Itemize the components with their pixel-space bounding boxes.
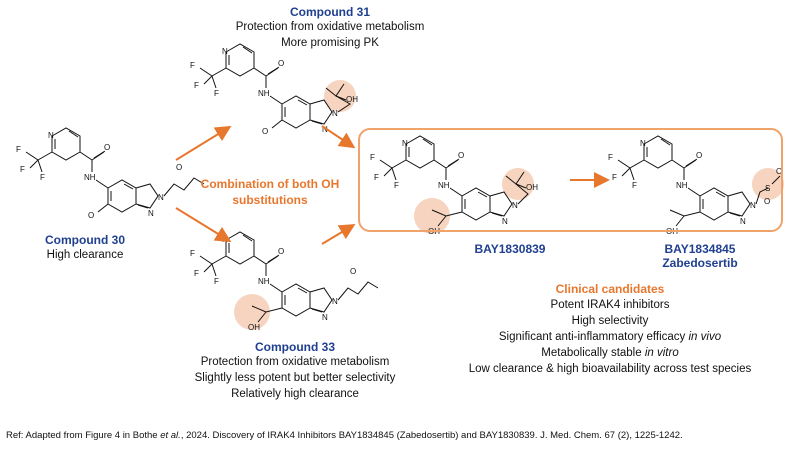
- svg-text:F: F: [20, 165, 25, 174]
- compound-30-structure: N F F F O NH N N O O: [16, 127, 205, 220]
- compound-31-note: More promising PK: [281, 37, 379, 49]
- arrow-33-to-box: [321, 223, 356, 245]
- svg-text:F: F: [194, 269, 199, 278]
- compound-31-structure: N F F F O NH N N O OH: [190, 43, 358, 136]
- svg-text:NH: NH: [438, 181, 450, 190]
- svg-text:F: F: [214, 277, 219, 286]
- clinical-title: Clinical candidates: [555, 282, 665, 296]
- svg-text:F: F: [632, 181, 637, 190]
- arrow-30-to-33: [175, 207, 232, 243]
- compound-30-caption: Compound 30 High clearance: [10, 233, 160, 263]
- svg-text:N: N: [640, 139, 646, 148]
- clinical-candidates-list: Clinical candidates Potent IRAK4 inhibit…: [430, 281, 790, 377]
- clinical-item: Significant anti-inflammatory efficacy i…: [498, 331, 722, 343]
- oh-highlight: [234, 294, 270, 330]
- atom-n: N: [222, 47, 228, 56]
- bay1834845-alias: Zabedosertib: [662, 256, 738, 270]
- svg-text:F: F: [214, 89, 219, 98]
- svg-text:O: O: [350, 267, 356, 276]
- svg-text:F: F: [394, 181, 399, 190]
- clinical-item: High selectivity: [571, 315, 649, 327]
- svg-text:F: F: [40, 173, 45, 182]
- svg-text:N: N: [322, 313, 328, 322]
- compound-33-caption: Compound 33 Protection from oxidative me…: [160, 340, 430, 402]
- svg-text:N: N: [322, 125, 328, 134]
- svg-text:N: N: [48, 131, 54, 140]
- bay1834845-structure: N F F F O NH N N OH S O O: [608, 135, 784, 236]
- svg-text:O: O: [696, 151, 702, 160]
- compound-30-name: Compound 30: [45, 233, 125, 247]
- svg-text:N: N: [512, 201, 518, 210]
- svg-text:N: N: [332, 109, 338, 118]
- svg-text:F: F: [370, 153, 375, 162]
- compound-33-structure: N F F F O NH N N OH O: [190, 231, 379, 332]
- svg-text:OH: OH: [346, 95, 358, 104]
- bay1830839-label: BAY1830839: [474, 242, 546, 256]
- compound-33-note: Protection from oxidative metabolism: [200, 356, 390, 368]
- svg-text:NH: NH: [258, 277, 270, 286]
- clinical-item: Low clearance & high bioavailability acr…: [468, 363, 752, 375]
- svg-text:N: N: [148, 209, 154, 218]
- svg-text:F: F: [190, 61, 195, 70]
- svg-text:NH: NH: [84, 173, 96, 182]
- svg-text:F: F: [612, 173, 617, 182]
- svg-text:N: N: [740, 217, 746, 226]
- reference-citation: Ref: Adapted from Figure 4 in Bothe et a…: [6, 430, 683, 441]
- svg-text:O: O: [776, 167, 782, 176]
- compound-31-caption: Compound 31 Protection from oxidative me…: [200, 5, 460, 51]
- svg-text:O: O: [262, 127, 268, 136]
- clinical-candidates-box: [358, 128, 783, 232]
- combination-line: substitutions: [232, 193, 308, 207]
- svg-text:N: N: [402, 139, 408, 148]
- clinical-item: Potent IRAK4 inhibitors: [550, 299, 670, 311]
- svg-text:O: O: [764, 197, 770, 206]
- compound-33-note: Slightly less potent but better selectiv…: [194, 372, 396, 384]
- svg-text:N: N: [158, 193, 164, 202]
- svg-text:N: N: [750, 201, 756, 210]
- svg-text:OH: OH: [248, 323, 260, 332]
- bay1834845-label: BAY1834845: [664, 242, 736, 256]
- combination-line: Combination of both OH: [200, 177, 340, 191]
- svg-text:N: N: [332, 297, 338, 306]
- svg-text:NH: NH: [676, 181, 688, 190]
- oh-highlight: [324, 80, 356, 112]
- svg-text:NH: NH: [258, 89, 270, 98]
- bay1834845-caption: BAY1834845 Zabedosertib: [630, 242, 770, 270]
- svg-text:S: S: [765, 184, 770, 193]
- compound-30-note: High clearance: [46, 249, 124, 261]
- arrow-30-to-31: [175, 125, 232, 161]
- svg-text:O: O: [278, 59, 284, 68]
- svg-text:O: O: [176, 163, 182, 172]
- svg-text:O: O: [458, 151, 464, 160]
- clinical-item: Metabolically stable in vitro: [541, 347, 679, 359]
- svg-text:O: O: [278, 247, 284, 256]
- svg-text:F: F: [194, 81, 199, 90]
- arrow-31-to-box: [321, 125, 356, 149]
- compound-33-name: Compound 33: [255, 340, 335, 354]
- svg-text:F: F: [190, 249, 195, 258]
- svg-text:O: O: [88, 211, 94, 220]
- compound-31-name: Compound 31: [290, 5, 370, 19]
- svg-text:F: F: [16, 145, 21, 154]
- compound-33-note: Relatively high clearance: [231, 388, 359, 400]
- compound-31-note: Protection from oxidative metabolism: [235, 21, 425, 33]
- svg-text:N: N: [502, 217, 508, 226]
- svg-text:OH: OH: [526, 183, 538, 192]
- svg-text:F: F: [608, 153, 613, 162]
- svg-text:F: F: [374, 173, 379, 182]
- svg-text:O: O: [104, 143, 110, 152]
- combination-label: Combination of both OH substitutions: [196, 176, 344, 208]
